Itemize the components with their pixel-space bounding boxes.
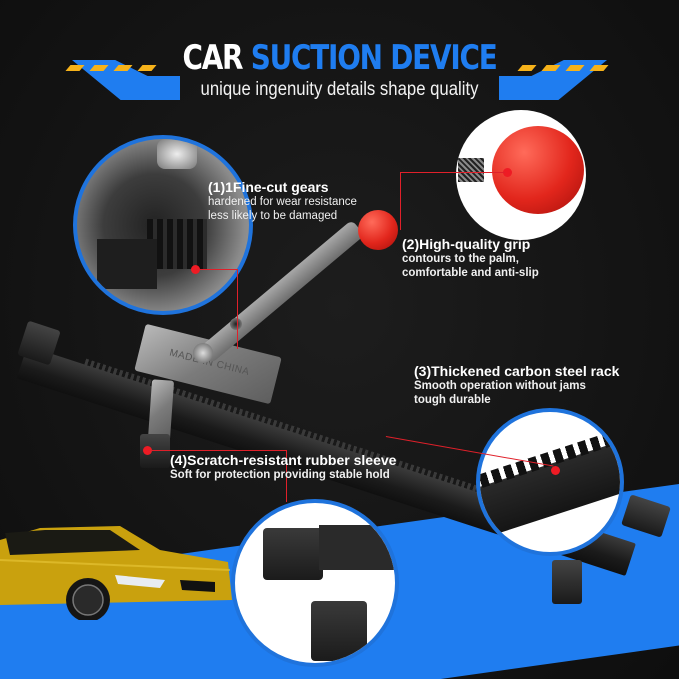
feature-line: Smooth operation without jams bbox=[414, 379, 586, 392]
feature-heading: (3)Thickened carbon steel rack bbox=[414, 363, 620, 379]
handle-stem bbox=[458, 158, 484, 182]
feature-callout-rack: (3)Thickened carbon steel rack Smooth op… bbox=[414, 363, 619, 407]
page-title: CAR SUCTION DEVICE bbox=[61, 38, 618, 78]
sleeve-closeup-top bbox=[263, 528, 323, 580]
block-foot bbox=[147, 379, 175, 441]
header-banner: CAR SUCTION DEVICE unique ingenuity deta… bbox=[0, 34, 679, 109]
rack-slot bbox=[97, 239, 157, 289]
feature-heading: (4)Scratch-resistant rubber sleeve bbox=[170, 452, 397, 468]
leader-line-grip bbox=[400, 172, 505, 173]
marker-dot-rack bbox=[551, 466, 560, 475]
rack-detail-circle bbox=[476, 408, 624, 556]
feature-line: less likely to be damaged bbox=[208, 209, 338, 222]
feature-line: hardened for wear resistance bbox=[208, 195, 357, 208]
feature-callout-gears: (1)1Fine-cut gears hardened for wear res… bbox=[208, 179, 357, 223]
feature-line: Soft for protection providing stable hol… bbox=[170, 468, 390, 481]
feature-heading: (1)1Fine-cut gears bbox=[208, 179, 329, 195]
feature-callout-sleeve: (4)Scratch-resistant rubber sleeve Soft … bbox=[170, 452, 396, 483]
page-subtitle: unique ingenuity details shape quality bbox=[200, 79, 479, 100]
nut-closeup bbox=[157, 139, 197, 169]
marker-dot-sleeve bbox=[143, 446, 152, 455]
feature-callout-grip: (2)High-quality grip contours to the pal… bbox=[402, 236, 539, 280]
leader-line-gears bbox=[196, 269, 238, 270]
leader-line-sleeve bbox=[148, 450, 286, 451]
gears-detail-circle bbox=[73, 135, 253, 315]
rack-teeth-closeup bbox=[480, 420, 620, 497]
feature-line: contours to the palm, bbox=[402, 252, 519, 265]
gear-teeth bbox=[147, 219, 207, 269]
leader-line-grip bbox=[400, 172, 401, 230]
yellow-car-image bbox=[0, 500, 235, 622]
title-white: CAR bbox=[182, 38, 243, 78]
rack-closeup bbox=[480, 420, 620, 542]
marker-dot-grip bbox=[503, 168, 512, 177]
marker-dot-gears bbox=[191, 265, 200, 274]
grip-detail-circle bbox=[456, 110, 586, 240]
leader-line-sleeve bbox=[286, 450, 287, 502]
feature-heading: (2)High-quality grip bbox=[402, 236, 531, 252]
hex-nut bbox=[193, 343, 213, 363]
feature-line: comfortable and anti-slip bbox=[402, 266, 539, 279]
sleeve-closeup-bottom bbox=[311, 601, 367, 661]
sleeve-detail-circle bbox=[231, 499, 399, 667]
rack-foot-cap bbox=[552, 560, 582, 604]
red-grip-ball bbox=[358, 210, 398, 250]
rack-end-closeup bbox=[319, 525, 395, 570]
leader-line-gears bbox=[237, 269, 238, 349]
feature-line: tough durable bbox=[414, 393, 491, 406]
title-blue: SUCTION DEVICE bbox=[250, 38, 498, 78]
pivot-bolt bbox=[230, 318, 242, 330]
